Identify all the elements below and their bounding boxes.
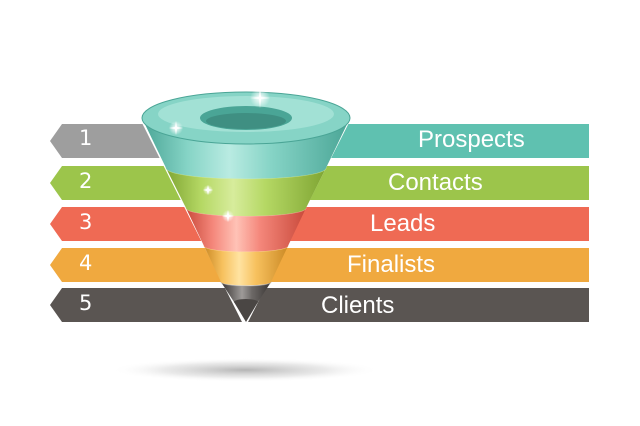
stage-number-2: 2 — [79, 169, 92, 193]
cone-segment-2 — [166, 168, 326, 217]
stage-left-band-1 — [50, 124, 160, 158]
floor-shadow — [110, 358, 380, 382]
cone-segment-4 — [204, 246, 288, 286]
stage-right-band-5 — [248, 288, 590, 322]
stage-number-3: 3 — [79, 210, 92, 234]
stage-left-band-5 — [50, 288, 242, 322]
sparkle-3 — [222, 210, 234, 222]
cone-segment-5 — [221, 282, 271, 305]
stage-left-band-4 — [50, 248, 222, 282]
funnel-cone — [141, 88, 351, 322]
stage-left-band-3 — [50, 207, 202, 241]
sparkle-1 — [250, 88, 270, 108]
funnel-spout — [234, 299, 258, 322]
stage-number-4: 4 — [79, 251, 92, 275]
cone-segment-3 — [186, 208, 306, 252]
stage-number-1: 1 — [79, 126, 92, 150]
stage-label-finalists: Finalists — [347, 251, 435, 278]
stage-right-band-4 — [268, 248, 589, 282]
stage-label-leads: Leads — [370, 210, 435, 237]
stage-texts: 1 2 3 4 5 Prospects Contacts Leads Final… — [79, 126, 525, 319]
stage-right-band-3 — [289, 207, 589, 241]
stage-right-band-2 — [309, 166, 589, 200]
funnel-opening-inner — [206, 113, 286, 129]
stage-number-5: 5 — [79, 291, 92, 315]
stage-right-band-1 — [331, 124, 589, 158]
stage-label-prospects: Prospects — [418, 126, 525, 153]
stage-bands — [50, 124, 590, 322]
stage-label-contacts: Contacts — [388, 169, 483, 196]
stage-left-band-2 — [50, 166, 181, 200]
sparkle-2 — [169, 121, 183, 135]
stage-label-clients: Clients — [321, 292, 394, 319]
sparkle-4 — [203, 185, 213, 195]
